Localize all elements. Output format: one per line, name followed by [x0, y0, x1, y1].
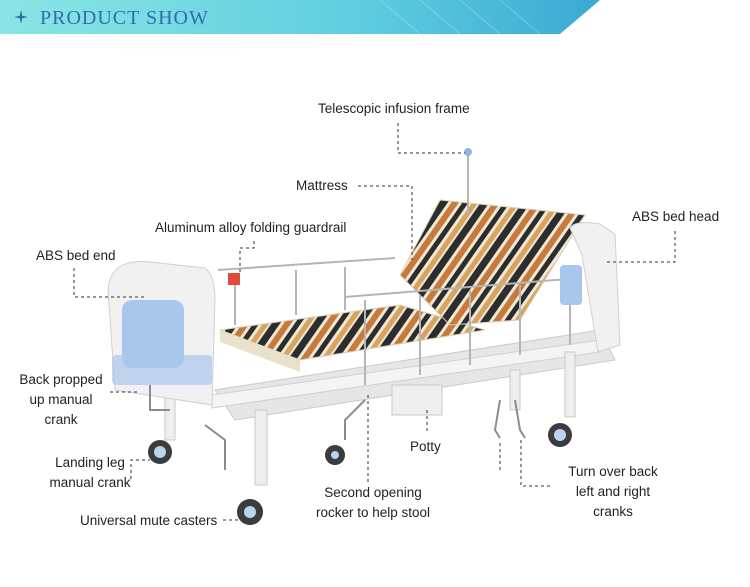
- second-rocker-line-1: Second opening: [324, 485, 422, 500]
- universal-casters: [148, 423, 572, 525]
- turn-over-line-1: Turn over back: [568, 464, 658, 479]
- label-abs-bed-end: ABS bed end: [36, 248, 116, 263]
- striped-mattress: [219, 199, 586, 372]
- callout-leader-lines: [73, 123, 676, 521]
- turn-over-line-3: cranks: [593, 504, 633, 519]
- guardrail-latch-left: [228, 273, 240, 285]
- back-crank-line-3: crank: [44, 412, 78, 427]
- product-show-banner: PRODUCT SHOW: [0, 0, 600, 35]
- label-back-crank: Back propped up manual crank: [16, 370, 106, 430]
- label-aluminum-guardrail: Aluminum alloy folding guardrail: [155, 220, 347, 235]
- potty-box: [391, 384, 443, 416]
- landing-leg-line-1: Landing leg: [55, 455, 125, 470]
- label-universal-mute-casters: Universal mute casters: [80, 513, 218, 528]
- abs-bed-end: [107, 261, 216, 406]
- turn-over-line-2: left and right: [575, 484, 651, 499]
- label-turn-over-cranks: Turn over back left and right cranks: [558, 462, 668, 522]
- banner-background: [0, 0, 600, 35]
- label-abs-bed-head: ABS bed head: [632, 209, 720, 224]
- four-point-star-icon: [14, 10, 28, 24]
- back-crank-line-1: Back propped: [19, 372, 103, 387]
- manual-cranks: [149, 385, 526, 470]
- label-potty: Potty: [410, 439, 441, 454]
- back-crank-line-2: up manual: [29, 392, 93, 407]
- second-rocker-line-2: rocker to help stool: [315, 505, 431, 520]
- banner-title: PRODUCT SHOW: [40, 7, 209, 29]
- bed-frame: [164, 329, 616, 486]
- abs-bed-head: [560, 222, 621, 353]
- infusion-frame: [464, 148, 472, 215]
- landing-leg-line-2: manual crank: [49, 475, 131, 490]
- label-landing-leg-crank: Landing leg manual crank: [40, 453, 140, 493]
- label-telescopic-infusion-frame: Telescopic infusion frame: [318, 101, 470, 116]
- label-second-opening-rocker: Second opening rocker to help stool: [308, 483, 438, 523]
- label-mattress: Mattress: [296, 178, 348, 193]
